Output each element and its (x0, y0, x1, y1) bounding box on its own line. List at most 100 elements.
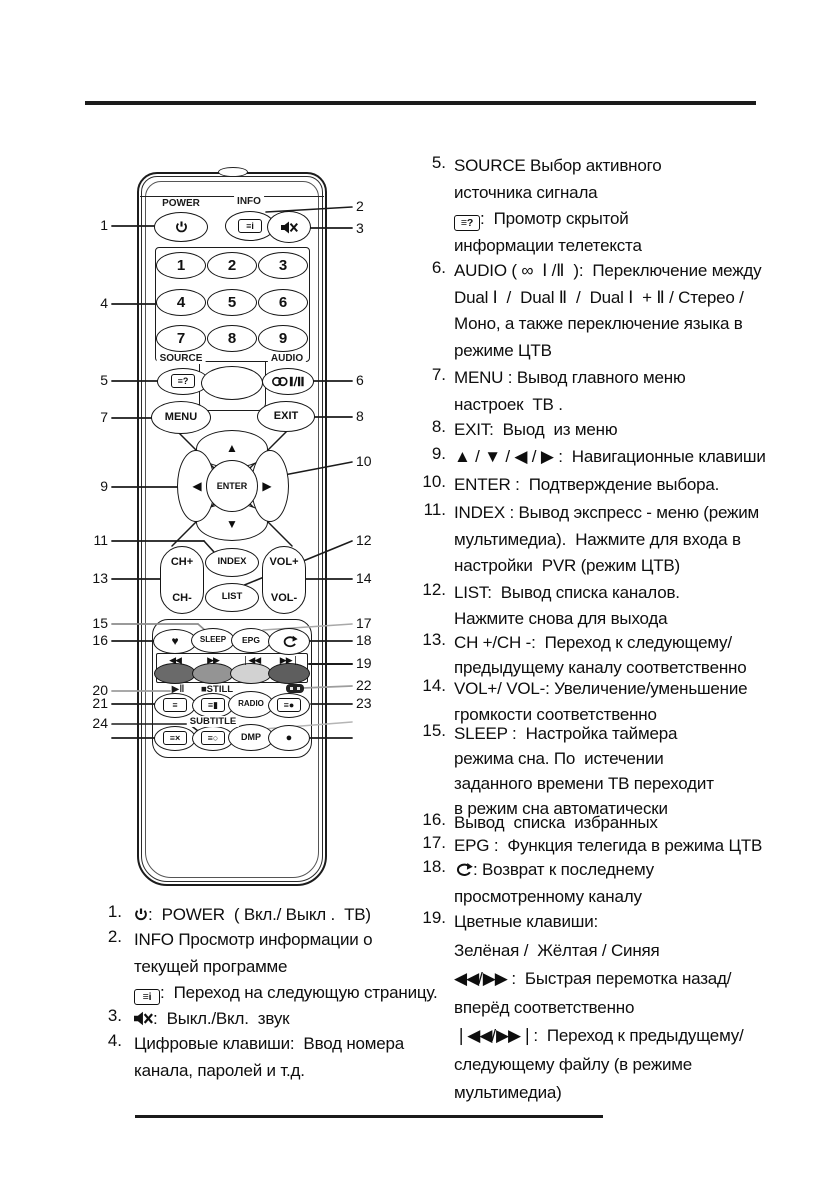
digit-button-1-label: 1 (176, 256, 186, 274)
instruction-line: LIST: Вывод списка каналов. (454, 583, 680, 602)
mute-button[interactable] (267, 211, 311, 243)
callout-15: 15 (92, 615, 108, 631)
instruction-number: 7. (431, 365, 446, 384)
transport-icon-1: ▶▶ (207, 655, 220, 665)
instruction-line: ≡?: Промотр скрытой (454, 206, 780, 233)
left-arrow-icon: ◀ (192, 479, 202, 493)
callout-10: 10 (356, 453, 372, 469)
source-button[interactable]: ≡? (157, 367, 209, 395)
instruction-number: 13. (422, 630, 446, 649)
instruction-line: громкости соответственно (454, 705, 657, 724)
instruction-number: 10. (422, 472, 446, 491)
callout-24: 24 (92, 715, 108, 731)
exit-button[interactable]: EXIT (257, 400, 315, 432)
digit-button-1[interactable]: 1 (156, 251, 206, 279)
menu-button[interactable]: MENU (151, 400, 211, 434)
instruction-lines: Вывод списка избранных (454, 810, 780, 837)
volume-rocker-plus[interactable]: VOL+ (269, 556, 299, 568)
callout-23: 23 (356, 695, 372, 711)
channel-rocker-plus[interactable]: CH+ (170, 556, 194, 568)
digit-button-4[interactable]: 4 (156, 288, 206, 316)
digit-button-4-label: 4 (176, 293, 186, 311)
callout-19: 19 (356, 655, 372, 671)
list-button[interactable]: LIST (205, 582, 259, 612)
power-button[interactable] (154, 212, 208, 242)
channel-rocker[interactable]: CH+ CH- (160, 546, 204, 614)
instruction-line: предыдущему каналу соответственно (454, 658, 747, 677)
instruction-number: 8. (431, 417, 446, 436)
instruction-number: 3. (107, 1006, 122, 1025)
ir-notch (218, 167, 248, 177)
audio-button[interactable] (262, 367, 314, 395)
digit-button-5-label: 5 (227, 293, 237, 311)
size-button[interactable]: ≡● (268, 692, 310, 718)
instruction-item: 1.: POWER ( Вкл./ Выкл . ТВ) (100, 902, 430, 929)
callout-20: 20 (92, 682, 108, 698)
callout-11: 11 (93, 532, 108, 548)
teletext-icon: ≡ (163, 698, 187, 712)
instruction-number: 2. (107, 927, 122, 946)
info-label: INFO (234, 196, 264, 207)
callout-9: 9 (100, 478, 108, 494)
digit-button-7-label: 7 (176, 329, 186, 347)
callout-17: 17 (356, 615, 372, 631)
callout-7: 7 (100, 409, 108, 425)
instruction-line: ▲ / ▼ / ◀ / ▶ : Навигационные клавиши (454, 447, 766, 466)
sleep-button[interactable]: SLEEP (191, 627, 235, 653)
teletext-icon: ≡○ (201, 731, 225, 745)
channel-rocker-minus[interactable]: CH- (172, 592, 192, 604)
instruction-item: 16.Вывод списка избранных (420, 810, 780, 837)
blank-button[interactable] (201, 366, 263, 400)
instruction-line: ENTER : Подтверждение выбора. (454, 475, 720, 494)
instruction-line: в режим сна автоматически (454, 799, 668, 818)
enter-button[interactable]: ENTER (206, 460, 258, 512)
audio-label: AUDIO (267, 353, 307, 364)
instruction-line: Зелёная / Жёлтая / Синяя (454, 940, 660, 960)
volume-rocker[interactable]: VOL+ VOL- (262, 546, 306, 614)
instruction-line: режиме ЦТВ (454, 340, 552, 360)
digit-button-3-label: 3 (278, 256, 288, 274)
instruction-item: 17.EPG : Функция телегида в режима ЦТВ (420, 833, 780, 860)
still-button[interactable]: ≡▮ (192, 692, 234, 718)
digit-button-3[interactable]: 3 (258, 251, 308, 279)
favorites-button[interactable]: ♥ (153, 628, 197, 654)
radio-button[interactable]: RADIO (228, 690, 274, 718)
instruction-line: Цветные клавиши: (454, 912, 599, 931)
digit-button-7[interactable]: 7 (156, 324, 206, 352)
face-line (140, 196, 324, 197)
bottom-rule (135, 1115, 603, 1118)
instruction-line: текущей программе (134, 956, 288, 976)
instruction-item: 9. ▲ / ▼ / ◀ / ▶ : Навигационные клавиши (420, 444, 780, 471)
instruction-number: 18. (422, 857, 446, 876)
cancel-button[interactable]: ≡× (154, 725, 196, 751)
teletext-button[interactable]: ≡ (154, 692, 196, 718)
instruction-number: 11. (423, 500, 446, 519)
digit-button-8[interactable]: 8 (207, 324, 257, 352)
teletext-icon: ≡× (163, 731, 187, 745)
instruction-lines: LIST: Вывод списка каналов.Нажмите снова… (454, 580, 780, 632)
color-key-4[interactable] (268, 662, 310, 684)
instruction-number: 9. (431, 444, 446, 463)
record-button[interactable]: ● (268, 725, 310, 751)
instruction-line: заданного времени ТВ переходит (454, 774, 714, 793)
transport-icon-0: ◀◀ (169, 655, 182, 665)
digit-button-9[interactable]: 9 (258, 324, 308, 352)
epg-button[interactable]: EPG (231, 627, 271, 653)
digit-button-5[interactable]: 5 (207, 288, 257, 316)
index-button[interactable]: INDEX (205, 547, 259, 577)
epg-button-label: EPG (242, 634, 260, 645)
volume-rocker-minus[interactable]: VOL- (270, 592, 298, 604)
teletext-icon: ≡i (238, 219, 262, 233)
instruction-lines: EPG : Функция телегида в режима ЦТВ (454, 833, 780, 860)
digit-button-2[interactable]: 2 (207, 251, 257, 279)
digit-button-6[interactable]: 6 (258, 288, 308, 316)
instruction-line: Вывод списка избранных (454, 813, 658, 832)
callout-14: 14 (356, 570, 372, 586)
recall-button[interactable] (268, 627, 310, 655)
